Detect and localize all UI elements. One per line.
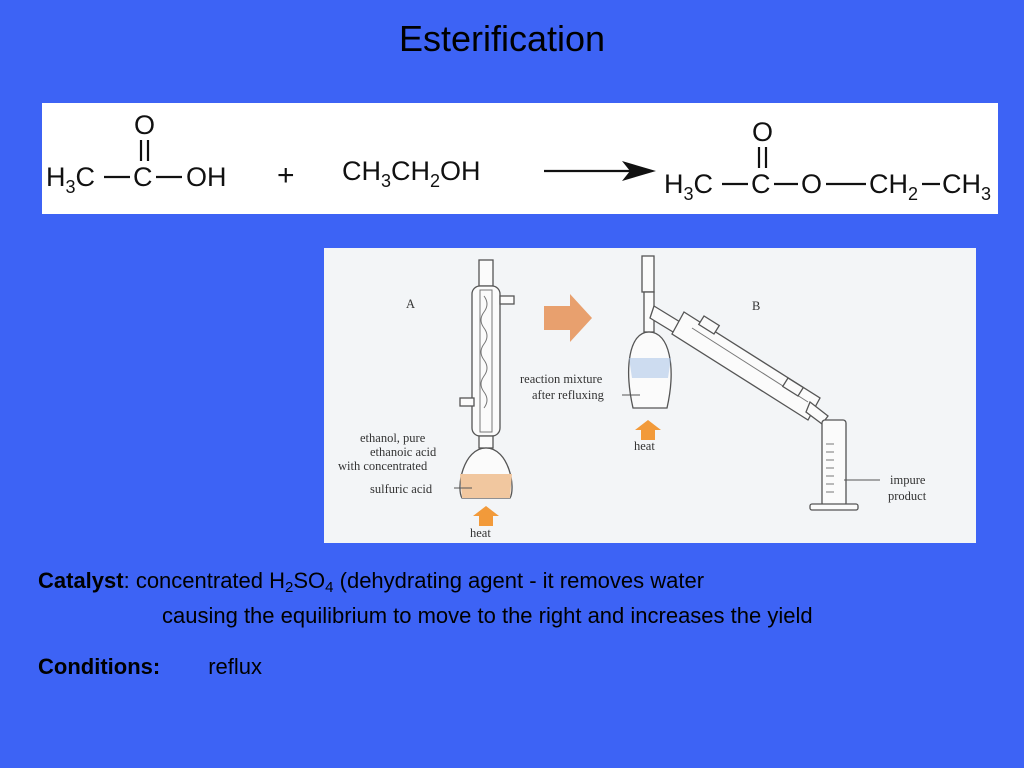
svg-text:O: O — [801, 169, 822, 199]
transition-arrow — [544, 294, 592, 342]
plus-sign: + — [277, 159, 295, 192]
svg-text:C: C — [133, 162, 153, 192]
ethanoic-acid-structure: H3C C O OH — [46, 110, 227, 197]
conditions-label: Conditions: — [38, 654, 161, 679]
conditions-line: Conditions: reflux — [38, 654, 262, 680]
svg-text:O: O — [752, 117, 773, 147]
reflux-apparatus — [454, 259, 515, 526]
reaction-liquid — [460, 474, 512, 498]
impure-product-line-2: product — [888, 489, 927, 503]
reaction-arrow — [544, 161, 656, 181]
reaction-mixture-line-2: after refluxing — [532, 388, 605, 402]
label-b: B — [752, 299, 760, 313]
reflux-contents-line-1: ethanol, pure — [360, 431, 426, 445]
reaction-mixture-line-1: reaction mixture — [520, 372, 603, 386]
heat-label-b: heat — [634, 439, 655, 453]
reflux-contents-line-4: sulfuric acid — [370, 482, 433, 496]
reaction-equation: H3C C O OH + CH3CH2OH H3C C O O — [42, 103, 998, 214]
svg-text:CH3: CH3 — [942, 169, 991, 204]
catalyst-label: Catalyst — [38, 568, 124, 593]
conditions-value: reflux — [208, 654, 262, 679]
svg-text:C: C — [751, 169, 771, 199]
heat-label-a: heat — [470, 526, 491, 540]
label-a: A — [406, 297, 415, 311]
impure-product-line-1: impure — [890, 473, 926, 487]
svg-text:OH: OH — [186, 162, 227, 192]
reflux-contents-line-3: with concentrated — [338, 459, 428, 473]
ethanol-formula: CH3CH2OH — [342, 156, 481, 191]
svg-text:O: O — [134, 110, 155, 140]
heat-arrow-b — [635, 420, 661, 440]
heat-arrow-a — [473, 506, 499, 526]
ethyl-ethanoate-structure: H3C C O O CH2 CH3 — [664, 117, 991, 204]
svg-text:H3C: H3C — [46, 162, 95, 197]
reflux-contents-line-2: ethanoic acid — [370, 445, 437, 459]
slide-title: Esterification — [398, 18, 606, 59]
svg-text:CH2: CH2 — [869, 169, 918, 204]
apparatus-diagram: A ethanol, pure ethanoic acid with conce… — [324, 248, 976, 543]
catalyst-line: Catalyst: concentrated H2SO4 (dehydratin… — [38, 568, 705, 596]
catalyst-explanation: causing the equilibrium to move to the r… — [162, 603, 813, 628]
svg-text:H3C: H3C — [664, 169, 713, 204]
distillation-apparatus — [622, 255, 880, 511]
